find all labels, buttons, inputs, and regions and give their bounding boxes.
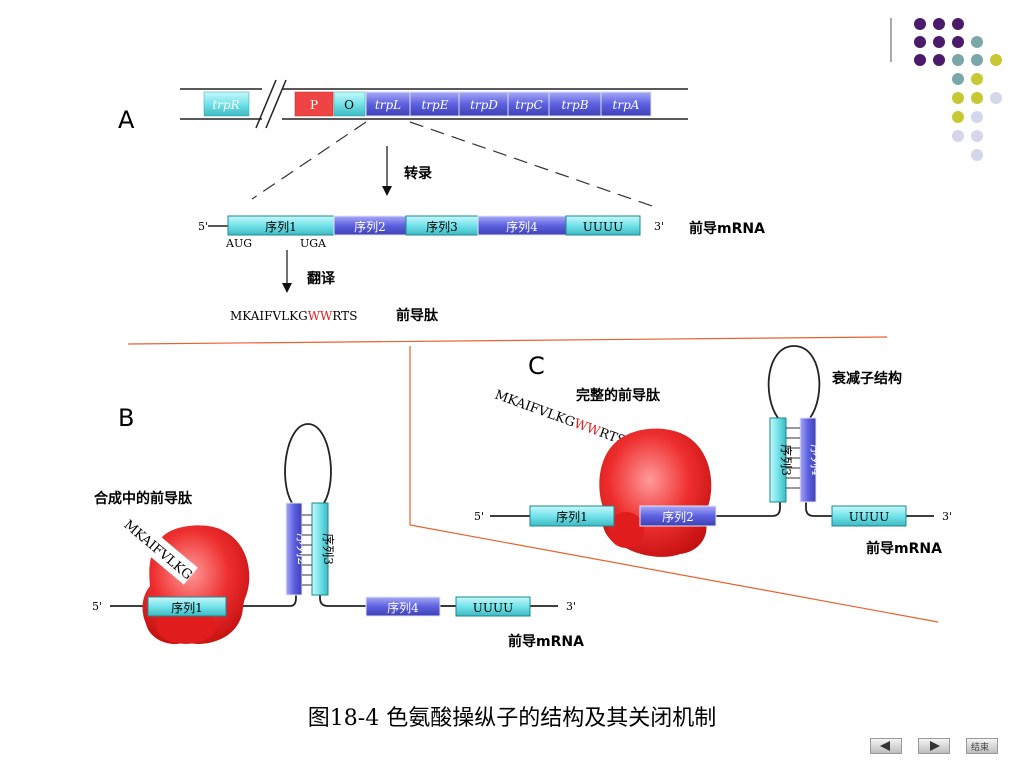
svg-text:序列3: 序列3: [321, 533, 336, 565]
panel-dividers: [127, 336, 939, 623]
svg-text:trpE: trpE: [422, 98, 449, 112]
gene-trpR: trpR: [203, 91, 250, 117]
panel-b-label: B: [118, 404, 134, 432]
attenuator-label: 衰减子结构: [831, 370, 902, 387]
leader-peptide-seq: MKAIFVLKGWWRTS: [230, 309, 357, 323]
svg-text:序列2: 序列2: [662, 509, 694, 524]
svg-text:序列3: 序列3: [779, 444, 794, 476]
panel-c: C 完整的前导肽 衰减子结构 MKAIFVLKGWWRTS 5' 3' 序列3 …: [474, 345, 952, 557]
figure-caption: 图18-4 色氨酸操纵子的结构及其关闭机制: [307, 706, 717, 731]
svg-text:UUUU: UUUU: [849, 510, 889, 524]
svg-text:UUUU: UUUU: [473, 601, 513, 615]
leader-mrna-label-c: 前导mRNA: [866, 540, 942, 557]
svg-text:trpR: trpR: [212, 98, 239, 112]
leader-peptide-label: 前导肽: [396, 307, 439, 324]
operator-box: O: [333, 91, 366, 117]
svg-text:序列4: 序列4: [506, 219, 538, 234]
svg-text:trpA: trpA: [613, 98, 640, 112]
svg-text:序列1: 序列1: [265, 219, 297, 234]
svg-text:trpC: trpC: [515, 98, 542, 112]
svg-text:3': 3': [942, 510, 952, 523]
svg-text:O: O: [344, 98, 354, 112]
svg-text:序列1: 序列1: [171, 600, 203, 615]
translation-label: 翻译: [307, 270, 336, 287]
svg-text:trpD: trpD: [470, 98, 498, 112]
next-slide-button[interactable]: [918, 738, 950, 754]
arrow-left-icon: [880, 741, 890, 751]
svg-text:5': 5': [474, 510, 484, 523]
complete-peptide-note: 完整的前导肽: [576, 387, 661, 404]
end-label: 结束: [971, 743, 990, 753]
svg-text:3': 3': [654, 220, 664, 233]
panel-b: B 合成中的前导肽 5' 3' 序列2 序列3 序列1 序: [92, 404, 584, 650]
nascent-peptide-note: 合成中的前导肽: [94, 490, 193, 507]
prev-slide-button[interactable]: [870, 738, 902, 754]
svg-text:3': 3': [566, 600, 576, 613]
decorative-dots: [890, 18, 1002, 161]
svg-text:trpB: trpB: [561, 98, 588, 112]
end-show-button[interactable]: 结束: [966, 738, 998, 754]
svg-text:序列3: 序列3: [426, 219, 458, 234]
structural-genes: trpL trpE trpD trpC trpB trpA: [365, 91, 652, 117]
svg-text:trpL: trpL: [375, 98, 401, 112]
panel-c-label: C: [528, 352, 545, 380]
svg-text:AUG: AUG: [225, 237, 252, 250]
svg-text:序列4: 序列4: [387, 600, 419, 615]
svg-text:P: P: [310, 98, 318, 112]
promoter-box: P: [294, 91, 334, 117]
svg-text:序列4: 序列4: [809, 444, 824, 476]
ribosome-c: [599, 428, 712, 557]
svg-text:序列2: 序列2: [354, 219, 386, 234]
leader-mrna-a: 5' 序列1 序列2 序列3 序列4 UUUU 3' AUG UGA 前导mRN…: [198, 215, 765, 250]
svg-text:5': 5': [92, 600, 102, 613]
svg-text:UUUU: UUUU: [583, 220, 623, 234]
svg-text:5': 5': [198, 220, 208, 233]
leader-mrna-label-b: 前导mRNA: [508, 633, 584, 650]
panel-a: A trpR P O trpL trpE trpD trpC: [118, 79, 765, 324]
svg-text:UGA: UGA: [300, 237, 327, 250]
transcription-label: 转录: [404, 165, 432, 182]
svg-text:序列1: 序列1: [556, 509, 588, 524]
leader-mrna-label-a: 前导mRNA: [689, 220, 765, 237]
panel-a-label: A: [118, 106, 135, 134]
svg-text:序列2: 序列2: [295, 533, 310, 565]
arrow-right-icon: [930, 741, 940, 751]
